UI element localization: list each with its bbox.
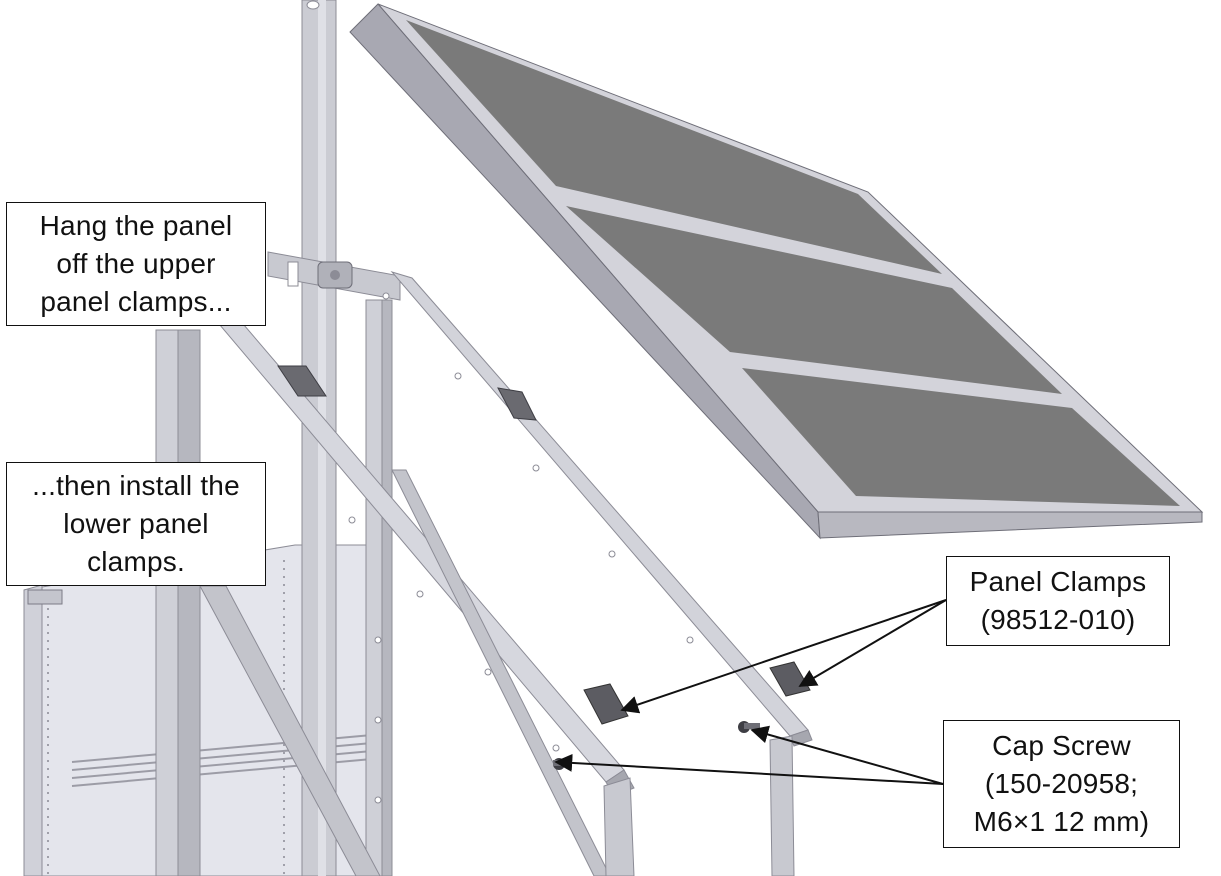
panel-clamp-icon (583, 683, 629, 725)
lower-clamp-instruction: ...then install the lower panel clamps. (6, 462, 266, 586)
callout-line: off the upper (56, 248, 216, 279)
callout-line: (98512-010) (980, 604, 1136, 635)
top-crossbar (267, 251, 401, 301)
upright-left (155, 329, 201, 876)
upper-panel-clamp (497, 387, 537, 421)
upright-right (365, 299, 393, 876)
panel-clamps-label: Panel Clamps (98512-010) (946, 556, 1170, 646)
rail-holes (348, 292, 694, 804)
callout-line: clamps. (87, 546, 185, 577)
callout-line: ...then install the (32, 470, 240, 501)
callout-line: Cap Screw (992, 730, 1131, 761)
callout-line: (150-20958; (984, 768, 1139, 799)
front-leg-right (769, 735, 795, 876)
brace (199, 469, 611, 876)
cap-screw-leaders (554, 725, 944, 785)
callout-line: panel clamps... (40, 286, 232, 317)
panel-clamp-icon (769, 661, 811, 697)
callout-line: M6×1 12 mm) (973, 806, 1150, 837)
cap-screw-icon (553, 758, 569, 770)
cap-screw-label: Cap Screw (150-20958; M6×1 12 mm) (943, 720, 1180, 848)
solar-panel (349, 3, 1204, 540)
callout-line: Panel Clamps (969, 566, 1147, 597)
support-rail-upper (390, 271, 813, 747)
callout-line: Hang the panel (39, 210, 233, 241)
callout-line: lower panel (63, 508, 209, 539)
upper-panel-clamp (277, 365, 327, 397)
front-leg-left (603, 777, 635, 876)
upper-clamp-instruction: Hang the panel off the upper panel clamp… (6, 202, 266, 326)
panel-clamp-leaders (620, 599, 947, 714)
